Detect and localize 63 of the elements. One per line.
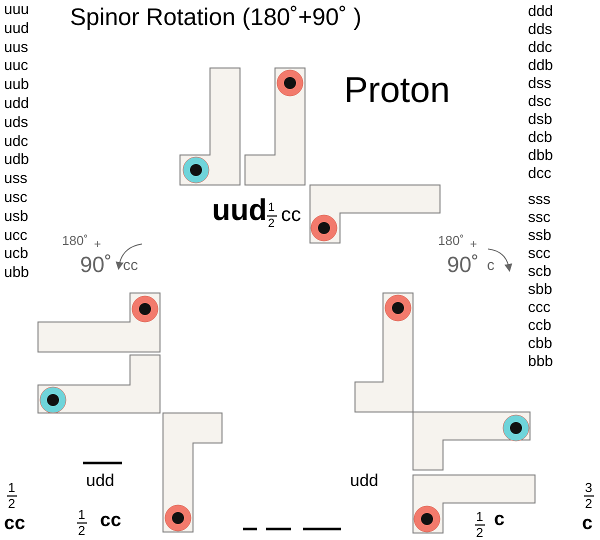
title: Spinor Rotation (180˚+90˚ ): [70, 6, 362, 30]
label: ssc: [528, 210, 550, 225]
label: scc: [528, 246, 550, 261]
label: ssb: [528, 228, 552, 243]
label: uud: [4, 20, 30, 36]
label: udd: [350, 472, 378, 489]
label: udd: [4, 96, 30, 111]
label: 2: [268, 217, 275, 229]
label: dds: [528, 22, 552, 37]
label: uss: [4, 171, 28, 186]
label: cbb: [528, 336, 552, 351]
label: usc: [4, 190, 28, 205]
label: scb: [528, 264, 552, 279]
label: 90˚: [447, 254, 479, 276]
label: 3: [585, 481, 592, 494]
label: c: [582, 514, 593, 533]
label: sss: [528, 192, 550, 207]
label: cc: [4, 514, 26, 533]
label: c: [487, 258, 494, 273]
label: uuc: [4, 58, 28, 74]
label: uub: [4, 77, 30, 92]
label: 1: [476, 510, 484, 523]
label: dcc: [528, 166, 552, 181]
label: uds: [4, 114, 28, 130]
label: ccc: [528, 300, 550, 315]
label: ubb: [4, 265, 30, 280]
label: 1: [268, 201, 275, 213]
label: 180˚: [438, 234, 464, 247]
label: bbb: [528, 354, 554, 369]
label: 1: [78, 508, 86, 521]
label: udd: [86, 472, 114, 489]
label: usb: [4, 208, 28, 224]
label: 2: [476, 526, 484, 539]
label: 2: [585, 497, 592, 510]
label: cc: [281, 205, 301, 225]
label: ucc: [4, 228, 28, 243]
label: uuu: [4, 2, 30, 17]
label: dss: [528, 76, 552, 91]
label: +: [94, 238, 102, 250]
label: dsb: [528, 112, 552, 127]
label: Proton: [344, 72, 450, 108]
label: cc: [100, 511, 122, 530]
label: 2: [8, 497, 16, 510]
label: 90˚: [80, 254, 112, 276]
label: dsc: [528, 94, 552, 109]
label: 2: [78, 524, 86, 537]
label: udb: [4, 152, 30, 168]
label: ccb: [528, 318, 552, 333]
label: ddd: [528, 4, 554, 19]
label: dbb: [528, 148, 554, 163]
label: 180˚: [62, 234, 88, 247]
label: ddb: [528, 58, 554, 73]
label: c: [494, 510, 505, 529]
label: uus: [4, 40, 28, 55]
label: cc: [123, 258, 138, 273]
label: +: [470, 238, 478, 250]
label: udc: [4, 134, 28, 149]
label: ddc: [528, 40, 552, 55]
label: ucb: [4, 246, 28, 262]
label: sbb: [528, 282, 552, 297]
label: uud: [212, 196, 267, 226]
label: 1: [8, 481, 16, 494]
label: dcb: [528, 130, 552, 145]
